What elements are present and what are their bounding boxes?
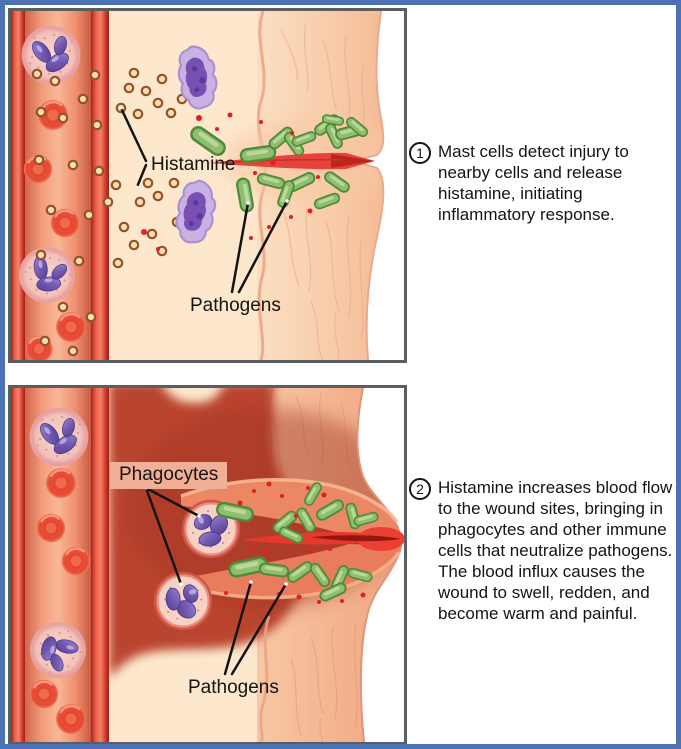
body-contour-line (349, 11, 385, 360)
step-1-text: Mast cells detect injury to nearby cells… (438, 142, 629, 224)
caption-step-2: 2 Histamine increases blood flow to the … (409, 477, 674, 624)
skin-fold-line-lower (259, 615, 271, 742)
red-blood-cell (60, 545, 92, 577)
neutrophil (21, 25, 81, 85)
skin-texture (280, 22, 365, 360)
red-blood-cell (54, 310, 88, 344)
blood-droplets (141, 112, 320, 251)
outside-body-margin (357, 388, 404, 742)
pointer-lines (119, 106, 289, 294)
blood-droplets (224, 481, 366, 609)
pathogens-label-bottom: Pathogens (188, 677, 279, 698)
red-blood-cell (28, 678, 60, 710)
pointer-dots (119, 106, 289, 205)
pointer-lines (144, 486, 288, 676)
red-blood-cell (54, 702, 88, 736)
caption-step-1: 1 Mast cells detect injury to nearby cel… (409, 141, 674, 225)
blood-vessel (11, 388, 109, 742)
panel-injury-stage: Histamine Pathogens (8, 8, 407, 363)
step-2-text: Histamine increases blood flow to the wo… (438, 478, 673, 623)
red-blood-cell (44, 466, 78, 500)
histamine-label: Histamine (151, 154, 236, 175)
neutrophil (29, 407, 89, 467)
outside-body-margin (353, 11, 404, 360)
step-2-number: 2 (409, 478, 431, 500)
illustration-injury (11, 11, 404, 360)
wound-gash (209, 152, 375, 170)
pathogens-label-top: Pathogens (190, 295, 281, 316)
step-1-number: 1 (409, 142, 431, 164)
panel-response-stage: Phagocytes Pathogens (8, 385, 407, 744)
phagocytes-label: Phagocytes (110, 462, 228, 489)
red-blood-cell (35, 512, 67, 544)
illustration-response (11, 388, 404, 742)
